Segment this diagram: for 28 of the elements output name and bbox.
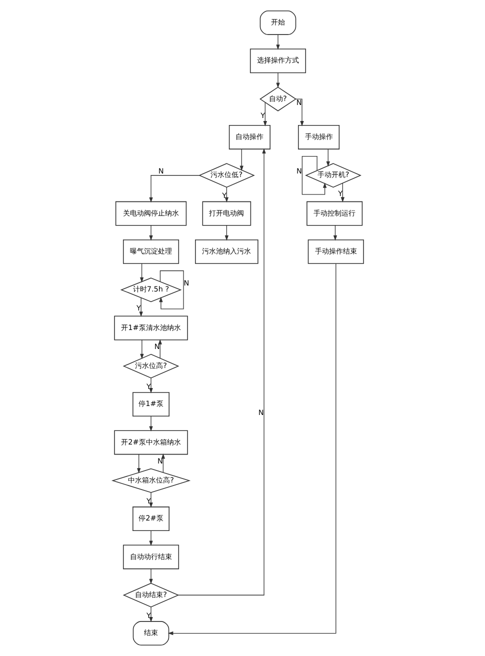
arrow	[149, 175, 200, 203]
arrow	[149, 606, 153, 622]
arrow	[161, 453, 166, 473]
arrow	[240, 148, 244, 171]
arrow	[149, 492, 153, 508]
arrow	[139, 297, 143, 317]
arrow	[158, 339, 162, 359]
arrow	[224, 225, 229, 241]
arrow	[326, 148, 330, 167]
arrow	[302, 156, 327, 195]
arrow	[149, 378, 153, 394]
arrow	[149, 568, 153, 584]
arrow	[263, 102, 267, 126]
arrow	[224, 186, 229, 203]
arrow	[149, 416, 153, 432]
arrow	[296, 98, 304, 126]
arrow	[159, 270, 184, 310]
arrow	[140, 263, 144, 283]
arrow	[178, 148, 266, 596]
arrow	[276, 34, 280, 50]
arrow	[149, 225, 153, 241]
arrow	[276, 72, 280, 88]
arrow	[340, 182, 344, 202]
arrow	[140, 340, 144, 360]
arrow	[168, 263, 336, 636]
arrow	[149, 530, 153, 546]
arrow	[137, 454, 141, 474]
arrow	[333, 225, 338, 241]
